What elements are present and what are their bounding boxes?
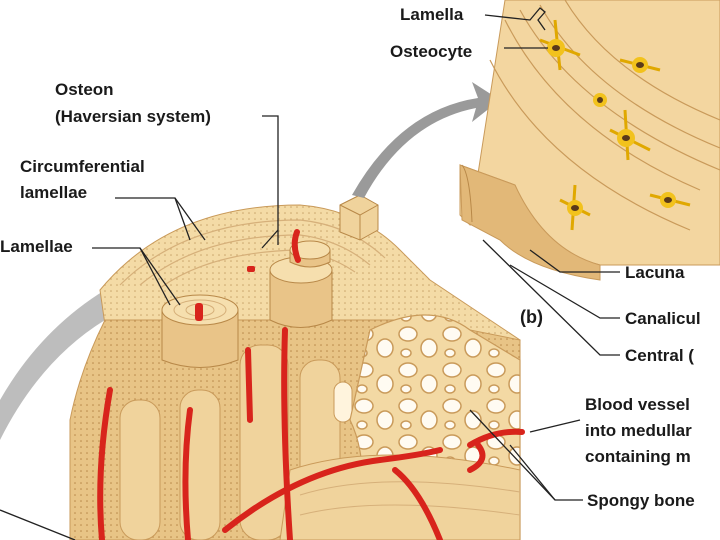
labels: Lamella Osteocyte Osteon (Haversian syst… (0, 5, 701, 510)
vessel-dot (247, 266, 255, 272)
magnify-arrow (352, 82, 500, 198)
label-osteon: Osteon (55, 80, 114, 99)
label-into-medullary: into medullar (585, 421, 692, 440)
osteocytes (539, 19, 691, 231)
label-lamella: Lamella (400, 5, 464, 24)
panel-b-osteon-detail (459, 0, 720, 281)
label-haversian-system: (Haversian system) (55, 107, 211, 126)
label-lacuna: Lacuna (625, 263, 685, 282)
label-panel-b: (b) (520, 307, 543, 327)
osteon-cylinder-right (269, 240, 333, 328)
leader-lines (0, 7, 620, 540)
osteon-cylinder-left (161, 294, 239, 368)
label-blood-vessel: Blood vessel (585, 395, 690, 414)
sample-cube (339, 194, 379, 241)
label-lamellae: Lamellae (0, 237, 73, 256)
label-central-canal: Central ( (625, 346, 694, 365)
label-canaliculi: Canalicul (625, 309, 701, 328)
compact-bone-block (0, 204, 521, 540)
blood-vessels (97, 229, 525, 540)
label-spongy-bone: Spongy bone (587, 491, 695, 510)
label-circumferential-lamellae: lamellae (20, 183, 87, 202)
label-osteocyte: Osteocyte (390, 42, 472, 61)
periosteum (0, 290, 105, 440)
label-circumferential: Circumferential (20, 157, 145, 176)
label-containing: containing m (585, 447, 691, 466)
